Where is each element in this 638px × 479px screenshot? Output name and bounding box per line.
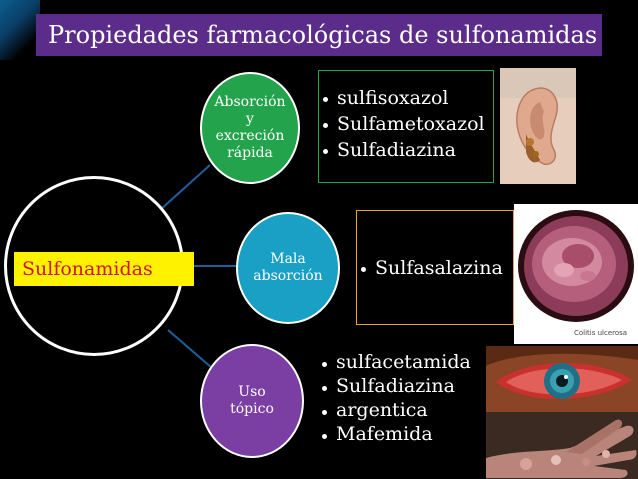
drug-list-absorption: sulfisoxazol Sulfametoxazol Sulfadiazina <box>318 70 494 183</box>
drug-item: Sulfasalazina <box>357 255 509 281</box>
node-absorption: Absorción y excreción rápida <box>200 72 300 184</box>
connector-absorption <box>159 164 211 211</box>
ear-photo <box>500 68 576 184</box>
drug-item: sulfisoxazol <box>319 85 489 111</box>
center-label: Sulfonamidas <box>14 252 194 286</box>
slide-title: Propiedades farmacológicas de sulfonamid… <box>36 14 602 56</box>
node-topical: Uso tópico <box>200 344 304 458</box>
connector-topical <box>167 329 213 369</box>
drug-item: Sulfadiazina <box>318 374 490 398</box>
node-absorption-line: y <box>246 111 254 128</box>
node-absorption-line: Absorción <box>214 94 286 111</box>
node-topical-line: Uso <box>238 384 266 401</box>
colon-photo <box>514 204 638 344</box>
drug-list-malabsorption: Sulfasalazina <box>356 210 514 325</box>
corner-decoration <box>0 0 40 60</box>
drug-item: Sulfadiazina <box>319 137 489 163</box>
drug-item: Mafemida <box>318 422 490 446</box>
node-malabsorption: Mala absorción <box>236 212 340 324</box>
drug-item: sulfacetamida <box>318 350 490 374</box>
drug-list-topical: sulfacetamida Sulfadiazina argentica Maf… <box>318 350 494 467</box>
node-malabsorption-line: absorción <box>253 268 323 284</box>
node-absorption-line: excreción <box>215 128 285 144</box>
node-topical-line: tópico <box>230 401 274 417</box>
drug-item: Sulfametoxazol <box>319 111 489 137</box>
node-malabsorption-line: Mala <box>270 251 306 268</box>
colon-caption: Colitis ulcerosa <box>574 329 628 337</box>
eye-photo <box>486 346 638 412</box>
node-absorption-line: rápida <box>227 144 273 161</box>
drug-item-continuation: argentica <box>318 398 490 422</box>
hand-burn-photo <box>486 412 638 479</box>
